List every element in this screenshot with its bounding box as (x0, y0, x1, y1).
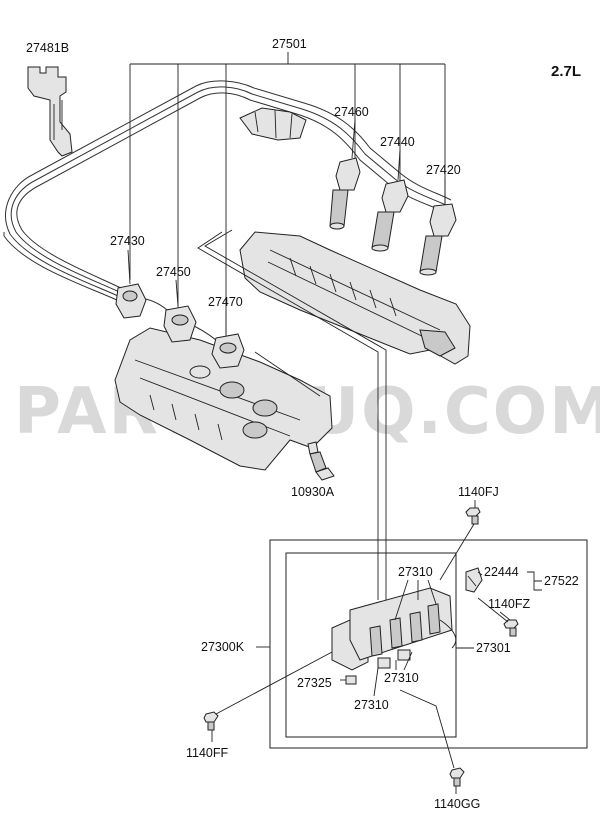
plug-boot-27470[interactable] (211, 333, 245, 369)
callout-27310-bottom: 27310 (354, 698, 389, 712)
spark-plug-10930a[interactable] (307, 441, 335, 481)
callout-1140fz: 1140FZ (488, 597, 531, 611)
callout-27301: 27301 (476, 641, 511, 655)
bracket-22444[interactable] (465, 567, 483, 593)
callout-27501: 27501 (272, 37, 307, 51)
harness-clip (239, 107, 307, 141)
callout-1140ff: 1140FF (186, 746, 229, 760)
callout-27325: 27325 (297, 676, 332, 690)
callout-27450: 27450 (156, 265, 191, 279)
callout-27420: 27420 (426, 163, 461, 177)
bolt-1140gg[interactable] (449, 767, 465, 787)
plug-boot-27420[interactable] (419, 203, 457, 276)
callout-27460: 27460 (334, 105, 369, 119)
callout-27310-mid: 27310 (384, 671, 419, 685)
callout-27470: 27470 (208, 295, 243, 309)
plug-boot-27440[interactable] (371, 179, 409, 252)
callout-27300k: 27300K (201, 640, 245, 654)
callout-22444: 22444 (484, 565, 519, 579)
connector-27325[interactable] (340, 675, 357, 685)
plug-boot-27460[interactable] (329, 157, 361, 230)
coil-group-inner-frame (285, 552, 457, 738)
ignition-coil-assembly[interactable] (331, 587, 457, 671)
head-cover-left (114, 327, 333, 471)
head-cover-right (239, 231, 471, 365)
plug-boot-27450[interactable] (163, 305, 197, 343)
callout-1140gg: 1140GG (434, 797, 480, 811)
coil-group-outer-frame (269, 539, 588, 749)
bracket-27481b[interactable] (27, 66, 73, 157)
callout-27522: 27522 (544, 574, 579, 588)
callout-27440: 27440 (380, 135, 415, 149)
bolt-1140fj[interactable] (465, 507, 481, 525)
plug-boot-27430[interactable] (115, 283, 147, 319)
engine-label: 2.7L (551, 63, 581, 80)
callout-27481b: 27481B (26, 41, 69, 55)
callout-1140fj: 1140FJ (458, 485, 499, 499)
bolt-1140ff[interactable] (203, 711, 219, 731)
callout-27310-top: 27310 (398, 565, 433, 579)
callout-27430: 27430 (110, 234, 145, 248)
callout-10930a: 10930A (291, 485, 335, 499)
bolt-1140fz[interactable] (503, 619, 519, 637)
